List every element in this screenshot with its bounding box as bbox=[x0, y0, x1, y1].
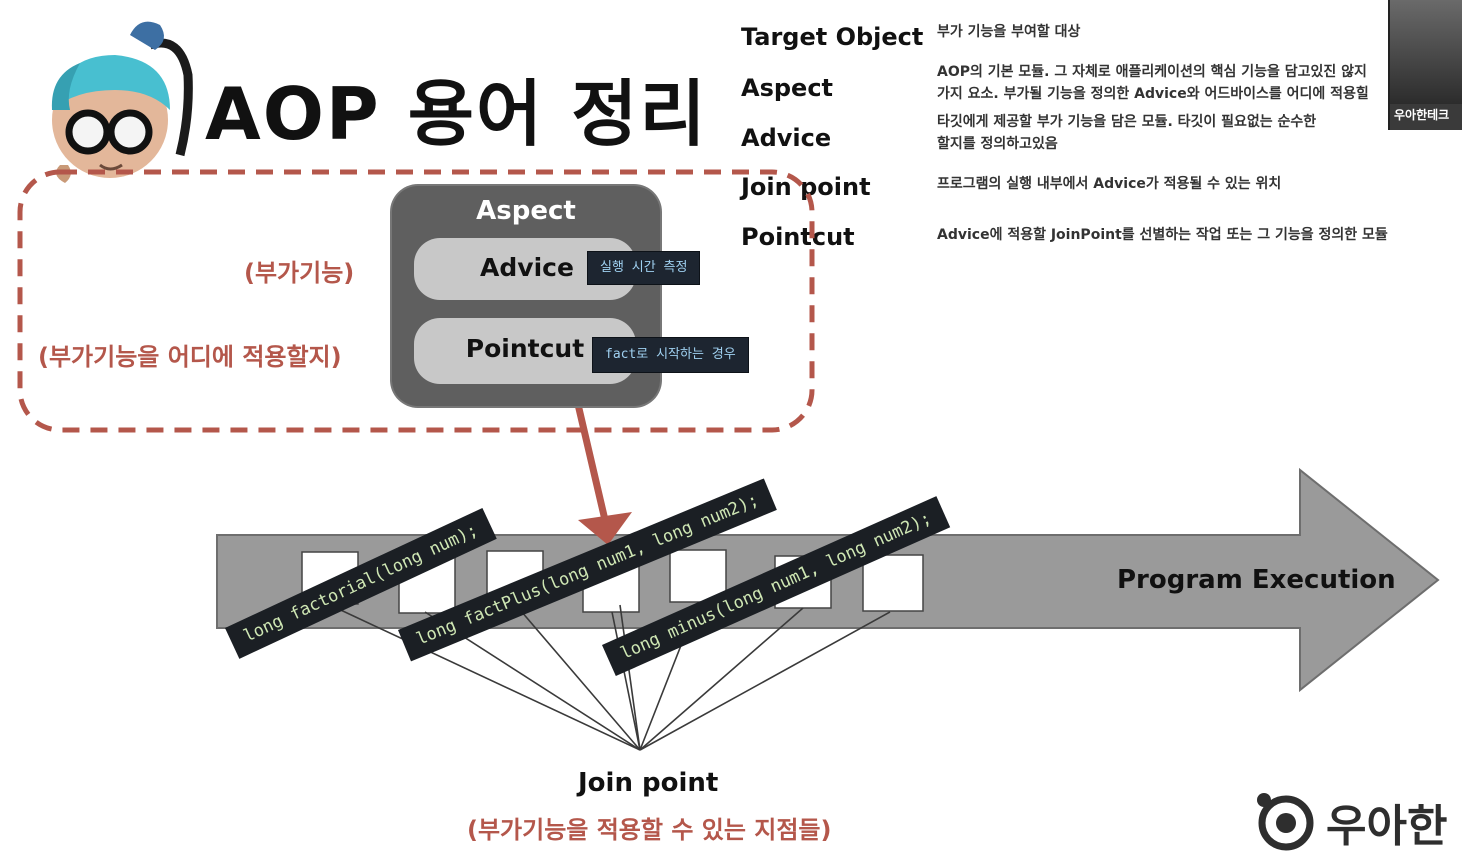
definition-line: 타깃에게 제공할 부가 기능을 담은 모듈. 타깃이 필요없는 순수한 bbox=[937, 114, 1317, 130]
presenter-video-frame bbox=[1390, 0, 1462, 104]
definition-line: 프로그램의 실행 내부에서 Advice가 적용될 수 있는 위치 bbox=[937, 176, 1282, 192]
mascot-avatar bbox=[51, 21, 193, 183]
advice-note: 실행 시간 측정 bbox=[587, 251, 701, 285]
program-execution-label: Program Execution bbox=[1117, 565, 1396, 595]
definition-aspect: AOP의 기본 모듈. 그 자체로 애플리케이션의 핵심 기능을 담고있진 않지… bbox=[937, 62, 1392, 105]
woowa-logo-text: 우아한 bbox=[1326, 801, 1448, 852]
definition-line: 부가 기능을 부여할 대상 bbox=[937, 24, 1081, 40]
join-point-box bbox=[862, 554, 924, 612]
definition-line: AOP의 기본 모듈. 그 자체로 애플리케이션의 핵심 기능을 담고있진 않지 bbox=[937, 64, 1367, 80]
presenter-video-overlay: 우아한테크 bbox=[1388, 0, 1462, 130]
definition-target-object: 부가 기능을 부여할 대상 bbox=[937, 22, 1397, 44]
pointcut-side-label: (부가기능을 어디에 적용할지) bbox=[38, 343, 342, 371]
definition-advice: 타깃에게 제공할 부가 기능을 담은 모듈. 타깃이 필요없는 순수한 할지를 … bbox=[937, 112, 1389, 155]
aspect-scope-dashed-border bbox=[17, 169, 815, 433]
term-target-object: Target Object bbox=[741, 23, 924, 51]
slide-title: AOP 용어 정리 bbox=[205, 72, 708, 156]
term-pointcut: Pointcut bbox=[741, 223, 855, 251]
aspect-label: Aspect bbox=[476, 196, 576, 226]
definition-line: Advice에 적용할 JoinPoint를 선별하는 작업 또는 그 기능을 … bbox=[937, 227, 1388, 243]
join-point-sub-label: (부가기능을 적용할 수 있는 지점들) bbox=[467, 816, 832, 844]
term-aspect: Aspect bbox=[741, 74, 834, 102]
definition-line: 할지를 정의하고있음 bbox=[937, 135, 1058, 152]
woowa-logo-icon bbox=[1257, 793, 1314, 851]
advice-side-label: (부가기능) bbox=[244, 259, 355, 287]
definition-line: 가지 요소. 부가될 기능을 정의한 Advice와 어드바이스를 어디에 적용… bbox=[937, 85, 1369, 102]
pointcut-label: Pointcut bbox=[465, 334, 585, 363]
definition-join-point: 프로그램의 실행 내부에서 Advice가 적용될 수 있는 위치 bbox=[937, 174, 1417, 196]
advice-label: Advice bbox=[480, 253, 574, 282]
term-advice: Advice bbox=[741, 124, 832, 152]
definition-pointcut: Advice에 적용할 JoinPoint를 선별하는 작업 또는 그 기능을 … bbox=[937, 225, 1447, 247]
presenter-caption: 우아한테크 bbox=[1394, 108, 1450, 122]
join-point-label: Join point bbox=[578, 768, 719, 798]
pointcut-note: fact로 시작하는 경우 bbox=[592, 337, 749, 373]
pointcut-to-joinpoint-arrowhead bbox=[578, 512, 632, 545]
